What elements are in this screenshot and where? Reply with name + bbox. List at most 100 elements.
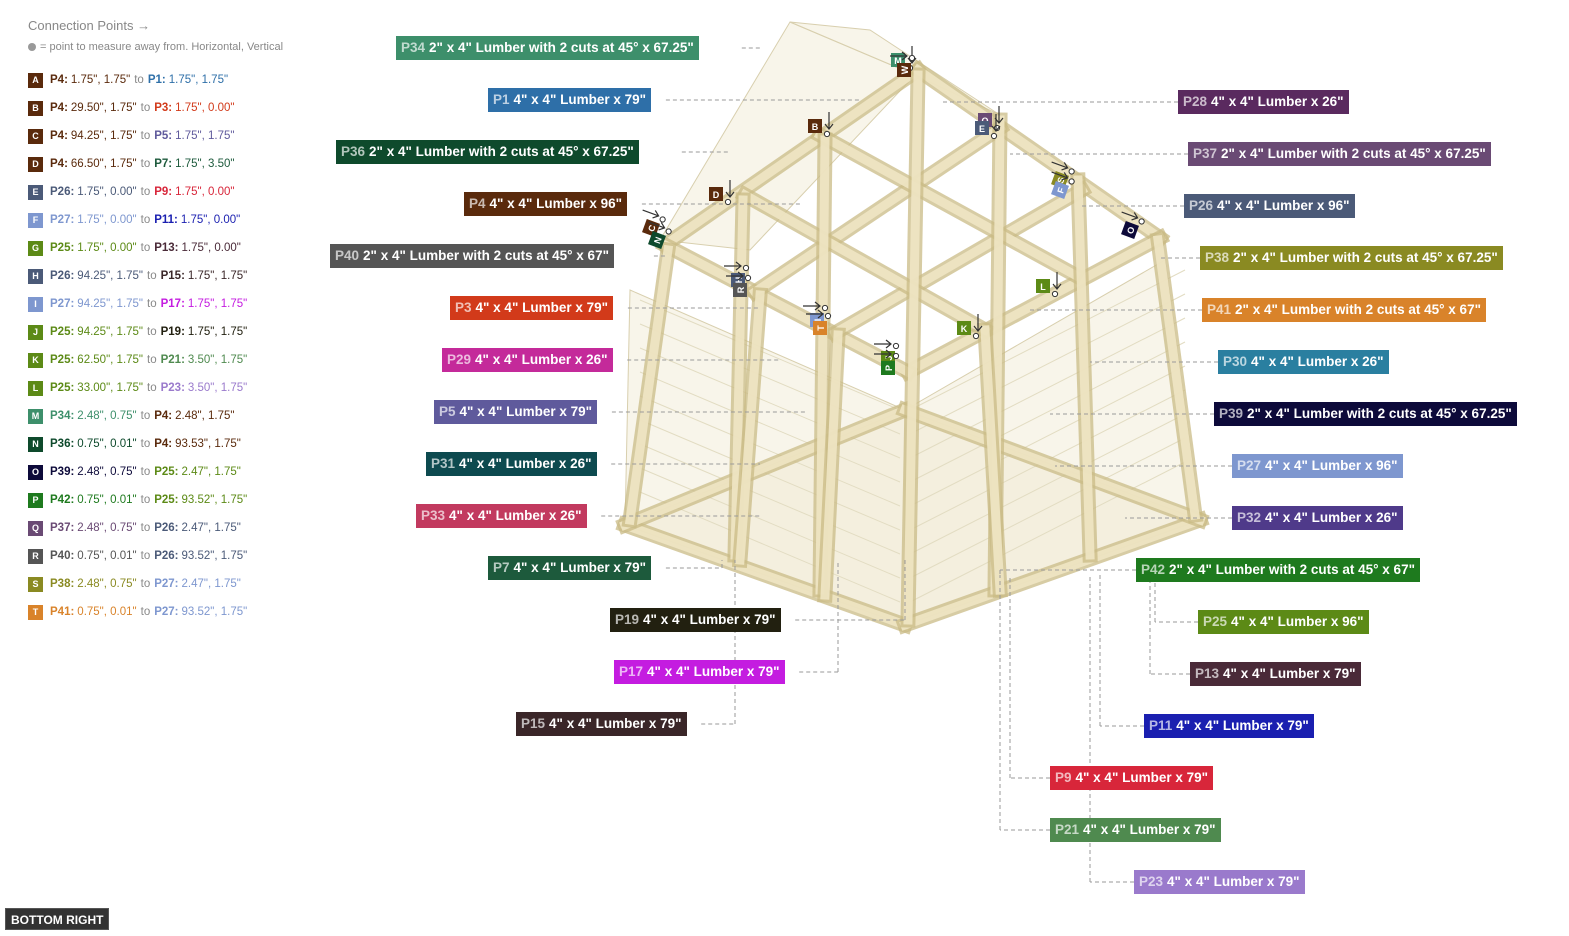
marker-letter: P — [884, 365, 894, 371]
from-part-id: P40: — [50, 550, 75, 562]
part-description: 4" x 4" Lumber x 26" — [1265, 510, 1398, 525]
from-part-id: P4: — [50, 130, 68, 142]
part-description: 4" x 4" Lumber x 79" — [1223, 666, 1356, 681]
top-beam-p27 — [658, 238, 915, 379]
measure-point-dot — [821, 304, 829, 312]
connection-marker-k: K — [957, 314, 983, 340]
part-description: 4" x 4" Lumber x 79" — [1176, 718, 1309, 733]
marker-badge — [1051, 181, 1069, 199]
marker-badge — [808, 119, 822, 133]
from-part-offset: 94.25", 1.75" — [77, 326, 144, 338]
connection-marker-d: D — [709, 180, 735, 206]
bottom-beam-4 — [899, 404, 1206, 526]
to-part-offset: 93.52", 1.75" — [181, 550, 248, 562]
marker-badge — [957, 321, 971, 335]
direction-arrow-icon — [890, 51, 908, 61]
part-description: 2" x 4" Lumber with 2 cuts at 45° x 67.2… — [1247, 406, 1512, 421]
bottom-beam-3 — [619, 404, 911, 531]
to-part-offset: 2.47", 1.75" — [181, 522, 241, 534]
from-part-id: P25: — [50, 382, 75, 394]
post-10 — [980, 325, 1005, 595]
to-word: to — [140, 242, 151, 254]
part-description: 2" x 4" Lumber with 2 cuts at 45° x 67.2… — [369, 144, 634, 159]
from-part-offset: 1.75", 0.00" — [77, 242, 137, 254]
to-word: to — [140, 606, 151, 618]
part-id: P21 — [1055, 822, 1080, 837]
from-part-id: P36: — [50, 438, 75, 450]
to-word: to — [140, 186, 151, 198]
part-description: 4" x 4" Lumber x 79" — [1083, 822, 1216, 837]
to-part-id: P15: — [160, 270, 185, 282]
view-angle-button[interactable]: BOTTOM RIGHT — [5, 908, 110, 930]
from-part-offset: 1.75", 0.00" — [77, 214, 137, 226]
siding-line — [909, 269, 1186, 411]
direction-arrow-icon — [725, 180, 735, 198]
from-part-id: P38: — [50, 578, 75, 590]
connection-marker-w: W — [890, 51, 916, 77]
marker-letter: B — [812, 122, 819, 132]
to-part-id: P23: — [160, 382, 185, 394]
part-description: 4" x 4" Lumber x 79" — [1075, 770, 1209, 785]
connection-marker-e: E — [975, 114, 1001, 140]
siding-line — [639, 467, 901, 579]
part-id: P23 — [1139, 874, 1164, 889]
to-part-id: P17: — [160, 298, 185, 310]
measure-point-dot — [742, 264, 750, 272]
part-description: 2" x 4" Lumber with 2 cuts at 45° x 67" — [363, 248, 609, 263]
legend-key-badge: T — [28, 604, 43, 620]
marker-letter: I — [813, 319, 823, 322]
to-part-offset: 93.52", 1.75" — [181, 606, 248, 618]
legend-key-badge: G — [28, 240, 43, 256]
legend-key-badge: C — [28, 128, 43, 144]
direction-arrow-icon — [648, 221, 666, 231]
siding-line — [639, 419, 901, 531]
post-9 — [820, 330, 843, 600]
to-part-id: P25: — [154, 494, 179, 506]
from-part-id: P4: — [50, 158, 68, 170]
direction-arrow-icon — [726, 271, 744, 281]
to-part-offset: 2.47", 1.75" — [181, 578, 241, 590]
legend-key-badge: H — [28, 268, 43, 284]
marker-letter: C — [646, 223, 658, 233]
legend-hint-text: = point to measure away from. Horizontal… — [40, 41, 284, 53]
siding-line — [639, 371, 901, 483]
to-part-offset: 93.53", 1.75" — [175, 438, 241, 450]
part-id: P41 — [1207, 302, 1232, 317]
siding-line — [639, 299, 901, 411]
to-part-id: P27: — [154, 578, 179, 590]
